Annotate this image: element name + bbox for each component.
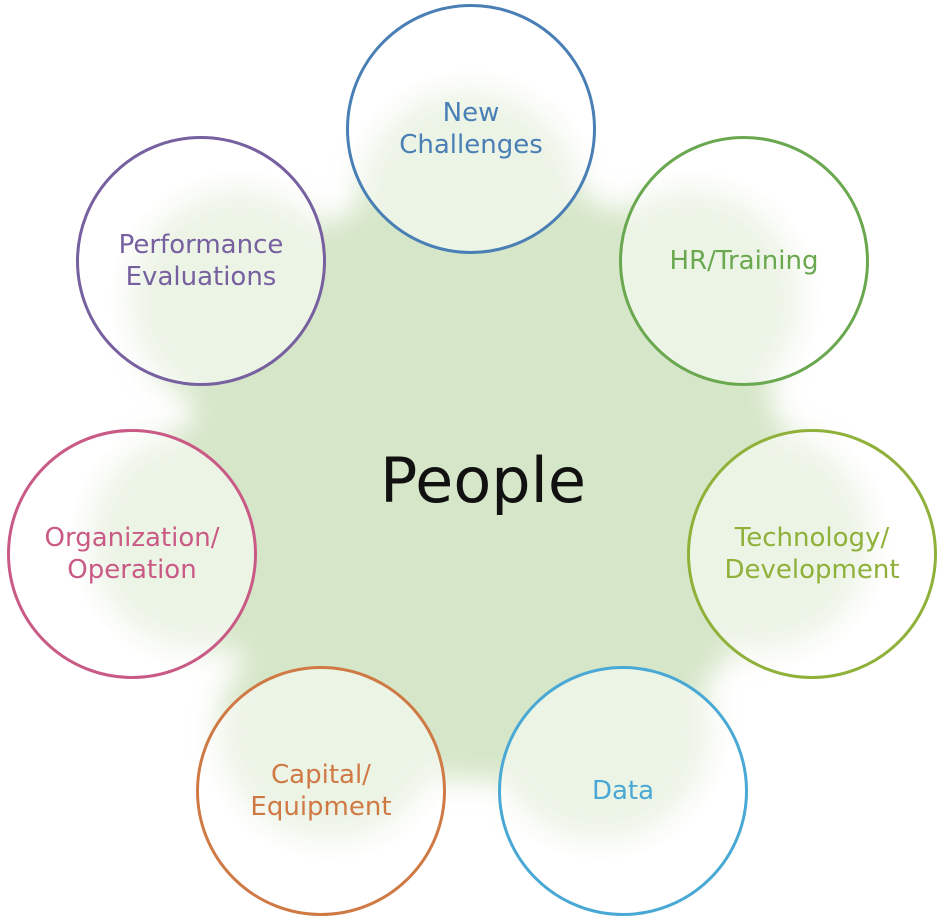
- node-data: Data: [498, 666, 748, 916]
- node-performance-evaluations: Performance Evaluations: [76, 136, 326, 386]
- node-organization-operation: Organization/ Operation: [7, 429, 257, 679]
- node-label-capital-equipment: Capital/ Equipment: [250, 760, 392, 822]
- node-technology-development: Technology/ Development: [687, 429, 937, 679]
- node-label-data: Data: [591, 776, 655, 806]
- node-label-performance-evaluations: Performance Evaluations: [118, 230, 284, 292]
- node-capital-equipment: Capital/ Equipment: [196, 666, 446, 916]
- node-hr-training: HR/Training: [619, 136, 869, 386]
- node-label-hr-training: HR/Training: [669, 246, 819, 276]
- node-label-technology-development: Technology/ Development: [724, 523, 900, 585]
- center-label: People: [380, 444, 586, 517]
- node-label-new-challenges: New Challenges: [399, 98, 543, 160]
- node-new-challenges: New Challenges: [346, 4, 596, 254]
- node-label-organization-operation: Organization/ Operation: [44, 523, 220, 585]
